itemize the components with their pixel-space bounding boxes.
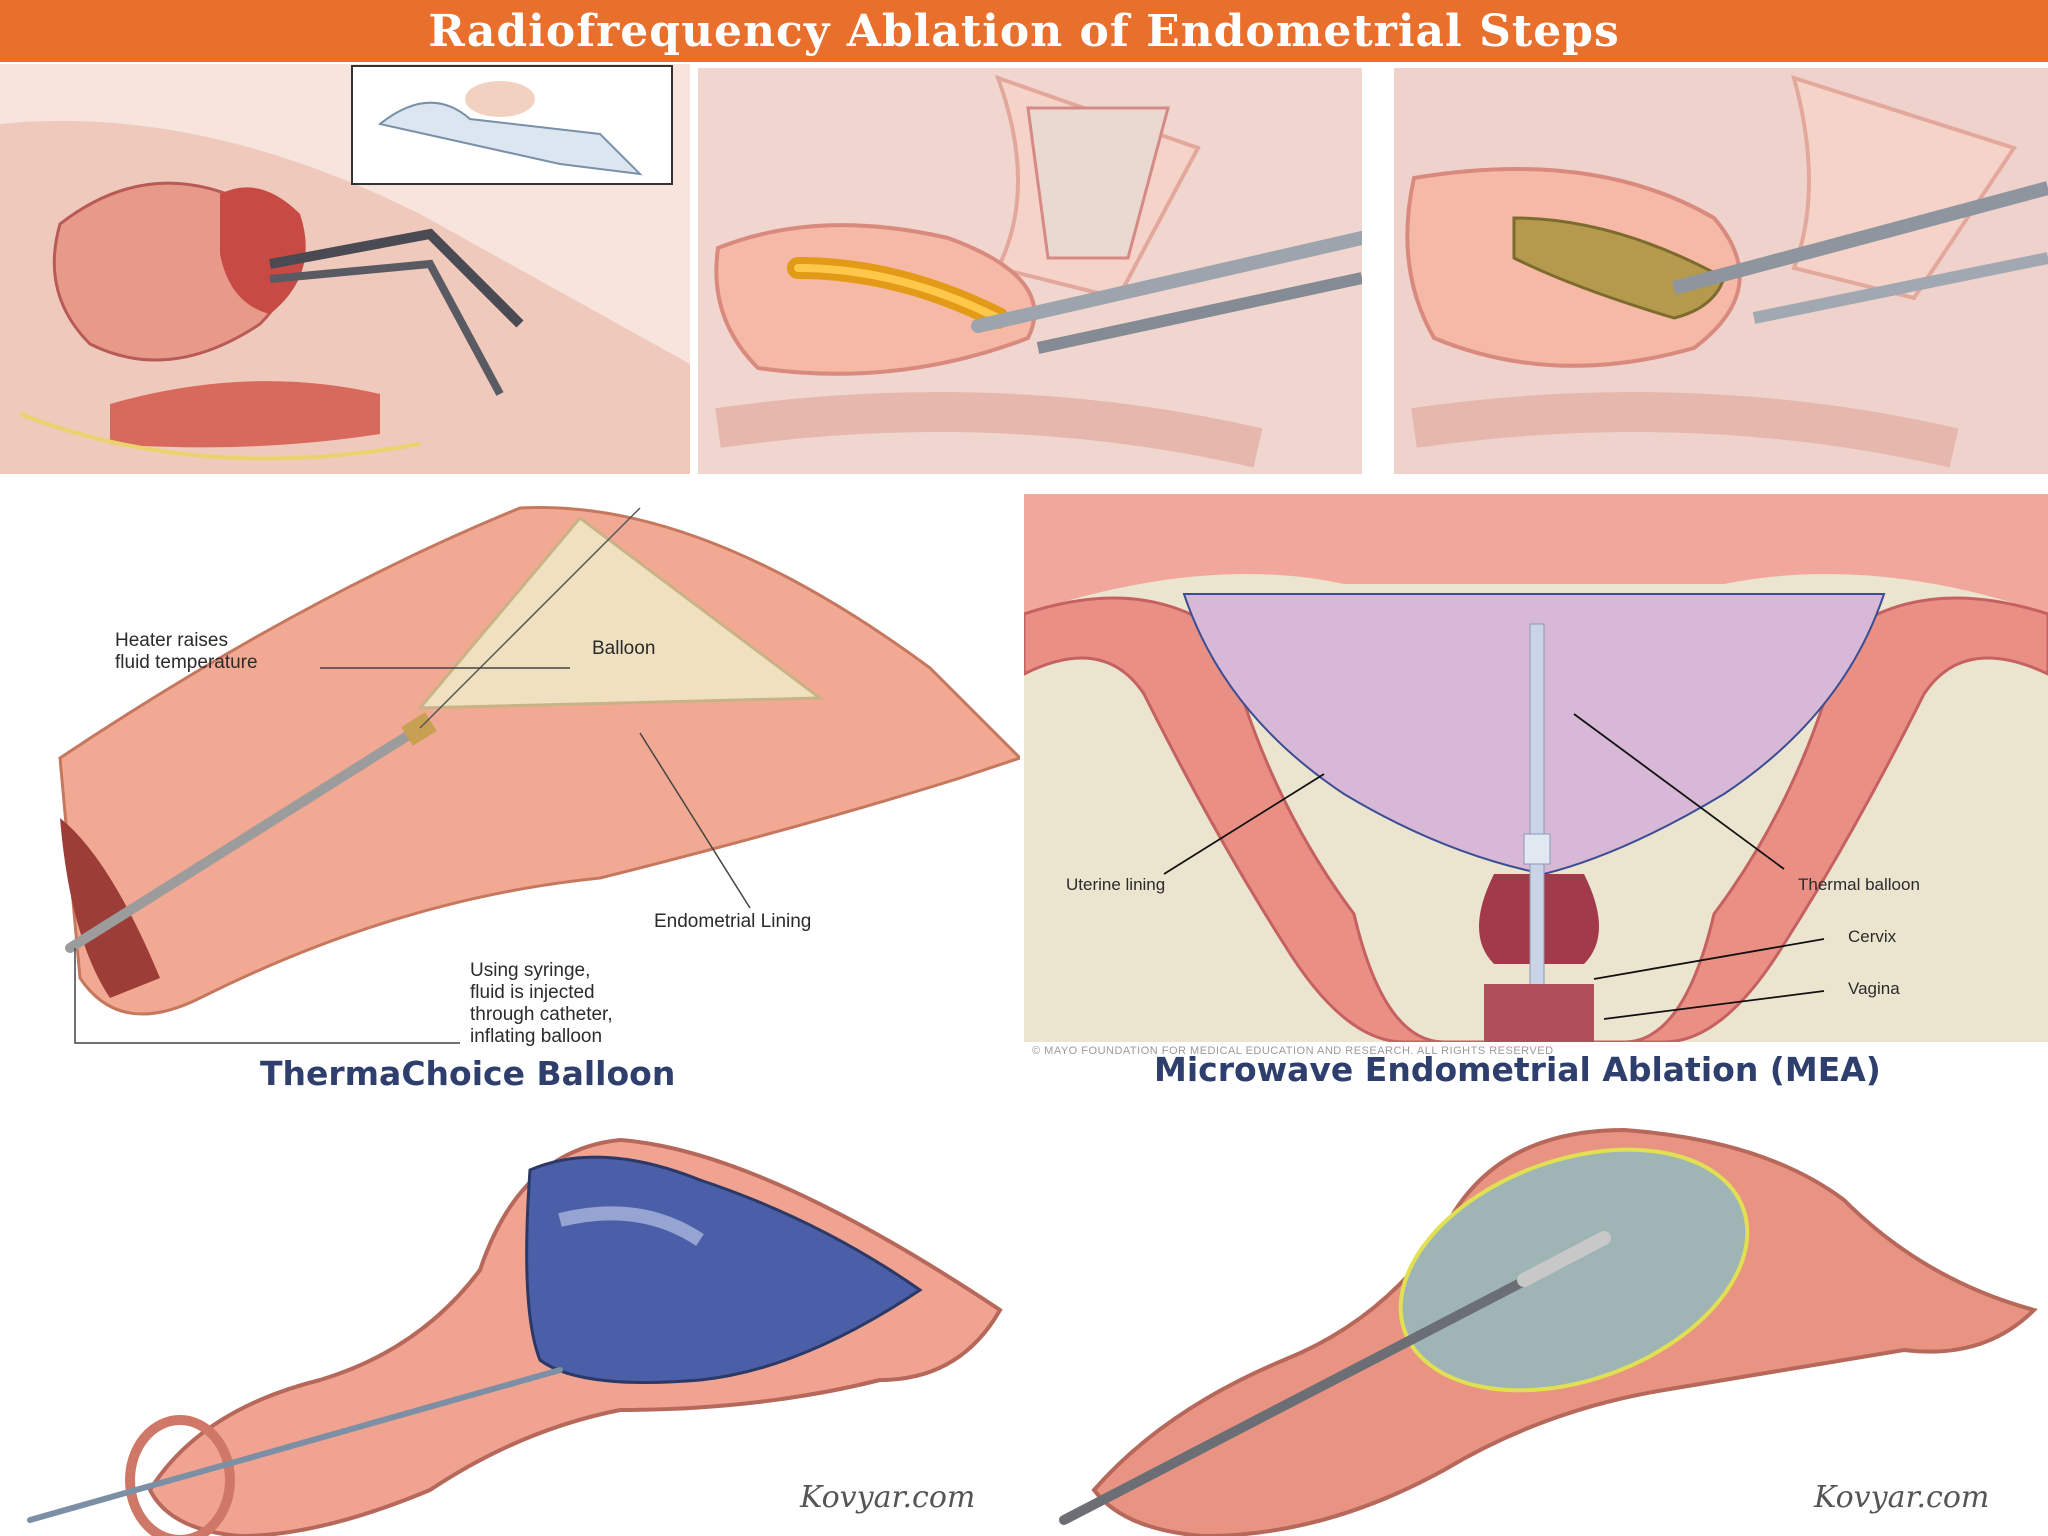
watermark-kovyar-right: Kovyar.com xyxy=(1814,1480,1990,1515)
thermachoice-diagram: Heater raises fluid temperature Balloon … xyxy=(0,478,1020,1058)
label-using-syringe: Using syringe, fluid is injected through… xyxy=(470,960,613,1047)
blue-balloon-illustration: Kovyar.com xyxy=(0,1110,1024,1536)
label-vagina: Vagina xyxy=(1848,979,1900,998)
step-1-speculum-illustration xyxy=(0,64,690,474)
watermark-kovyar-left: Kovyar.com xyxy=(800,1480,976,1515)
caption-mea: Microwave Endometrial Ablation (MEA) xyxy=(1154,1050,1881,1089)
label-thermal-balloon: Thermal balloon xyxy=(1798,875,1920,894)
label-uterine-lining: Uterine lining xyxy=(1066,875,1166,894)
label-cervix: Cervix xyxy=(1848,927,1897,946)
page-title: Radiofrequency Ablation of Endometrial S… xyxy=(428,5,1620,57)
label-endometrial-lining: Endometrial Lining xyxy=(654,911,812,932)
mayo-copyright: © MAYO FOUNDATION FOR MEDICAL EDUCATION … xyxy=(1032,1045,1554,1057)
label-heater-raises-fluid-temperature: Heater raises fluid temperature xyxy=(115,630,258,673)
label-balloon: Balloon xyxy=(592,638,656,659)
step-2-probe-illustration xyxy=(698,68,1362,474)
microwave-probe-illustration: Kovyar.com xyxy=(1024,1110,2048,1536)
step-3-ablated-endometrium-illustration xyxy=(1394,68,2048,474)
mea-diagram: Uterine lining Thermal balloon Cervix Va… xyxy=(1024,494,2048,1042)
caption-thermachoice-balloon: ThermaChoice Balloon xyxy=(260,1054,676,1093)
title-banner: Radiofrequency Ablation of Endometrial S… xyxy=(0,0,2048,62)
